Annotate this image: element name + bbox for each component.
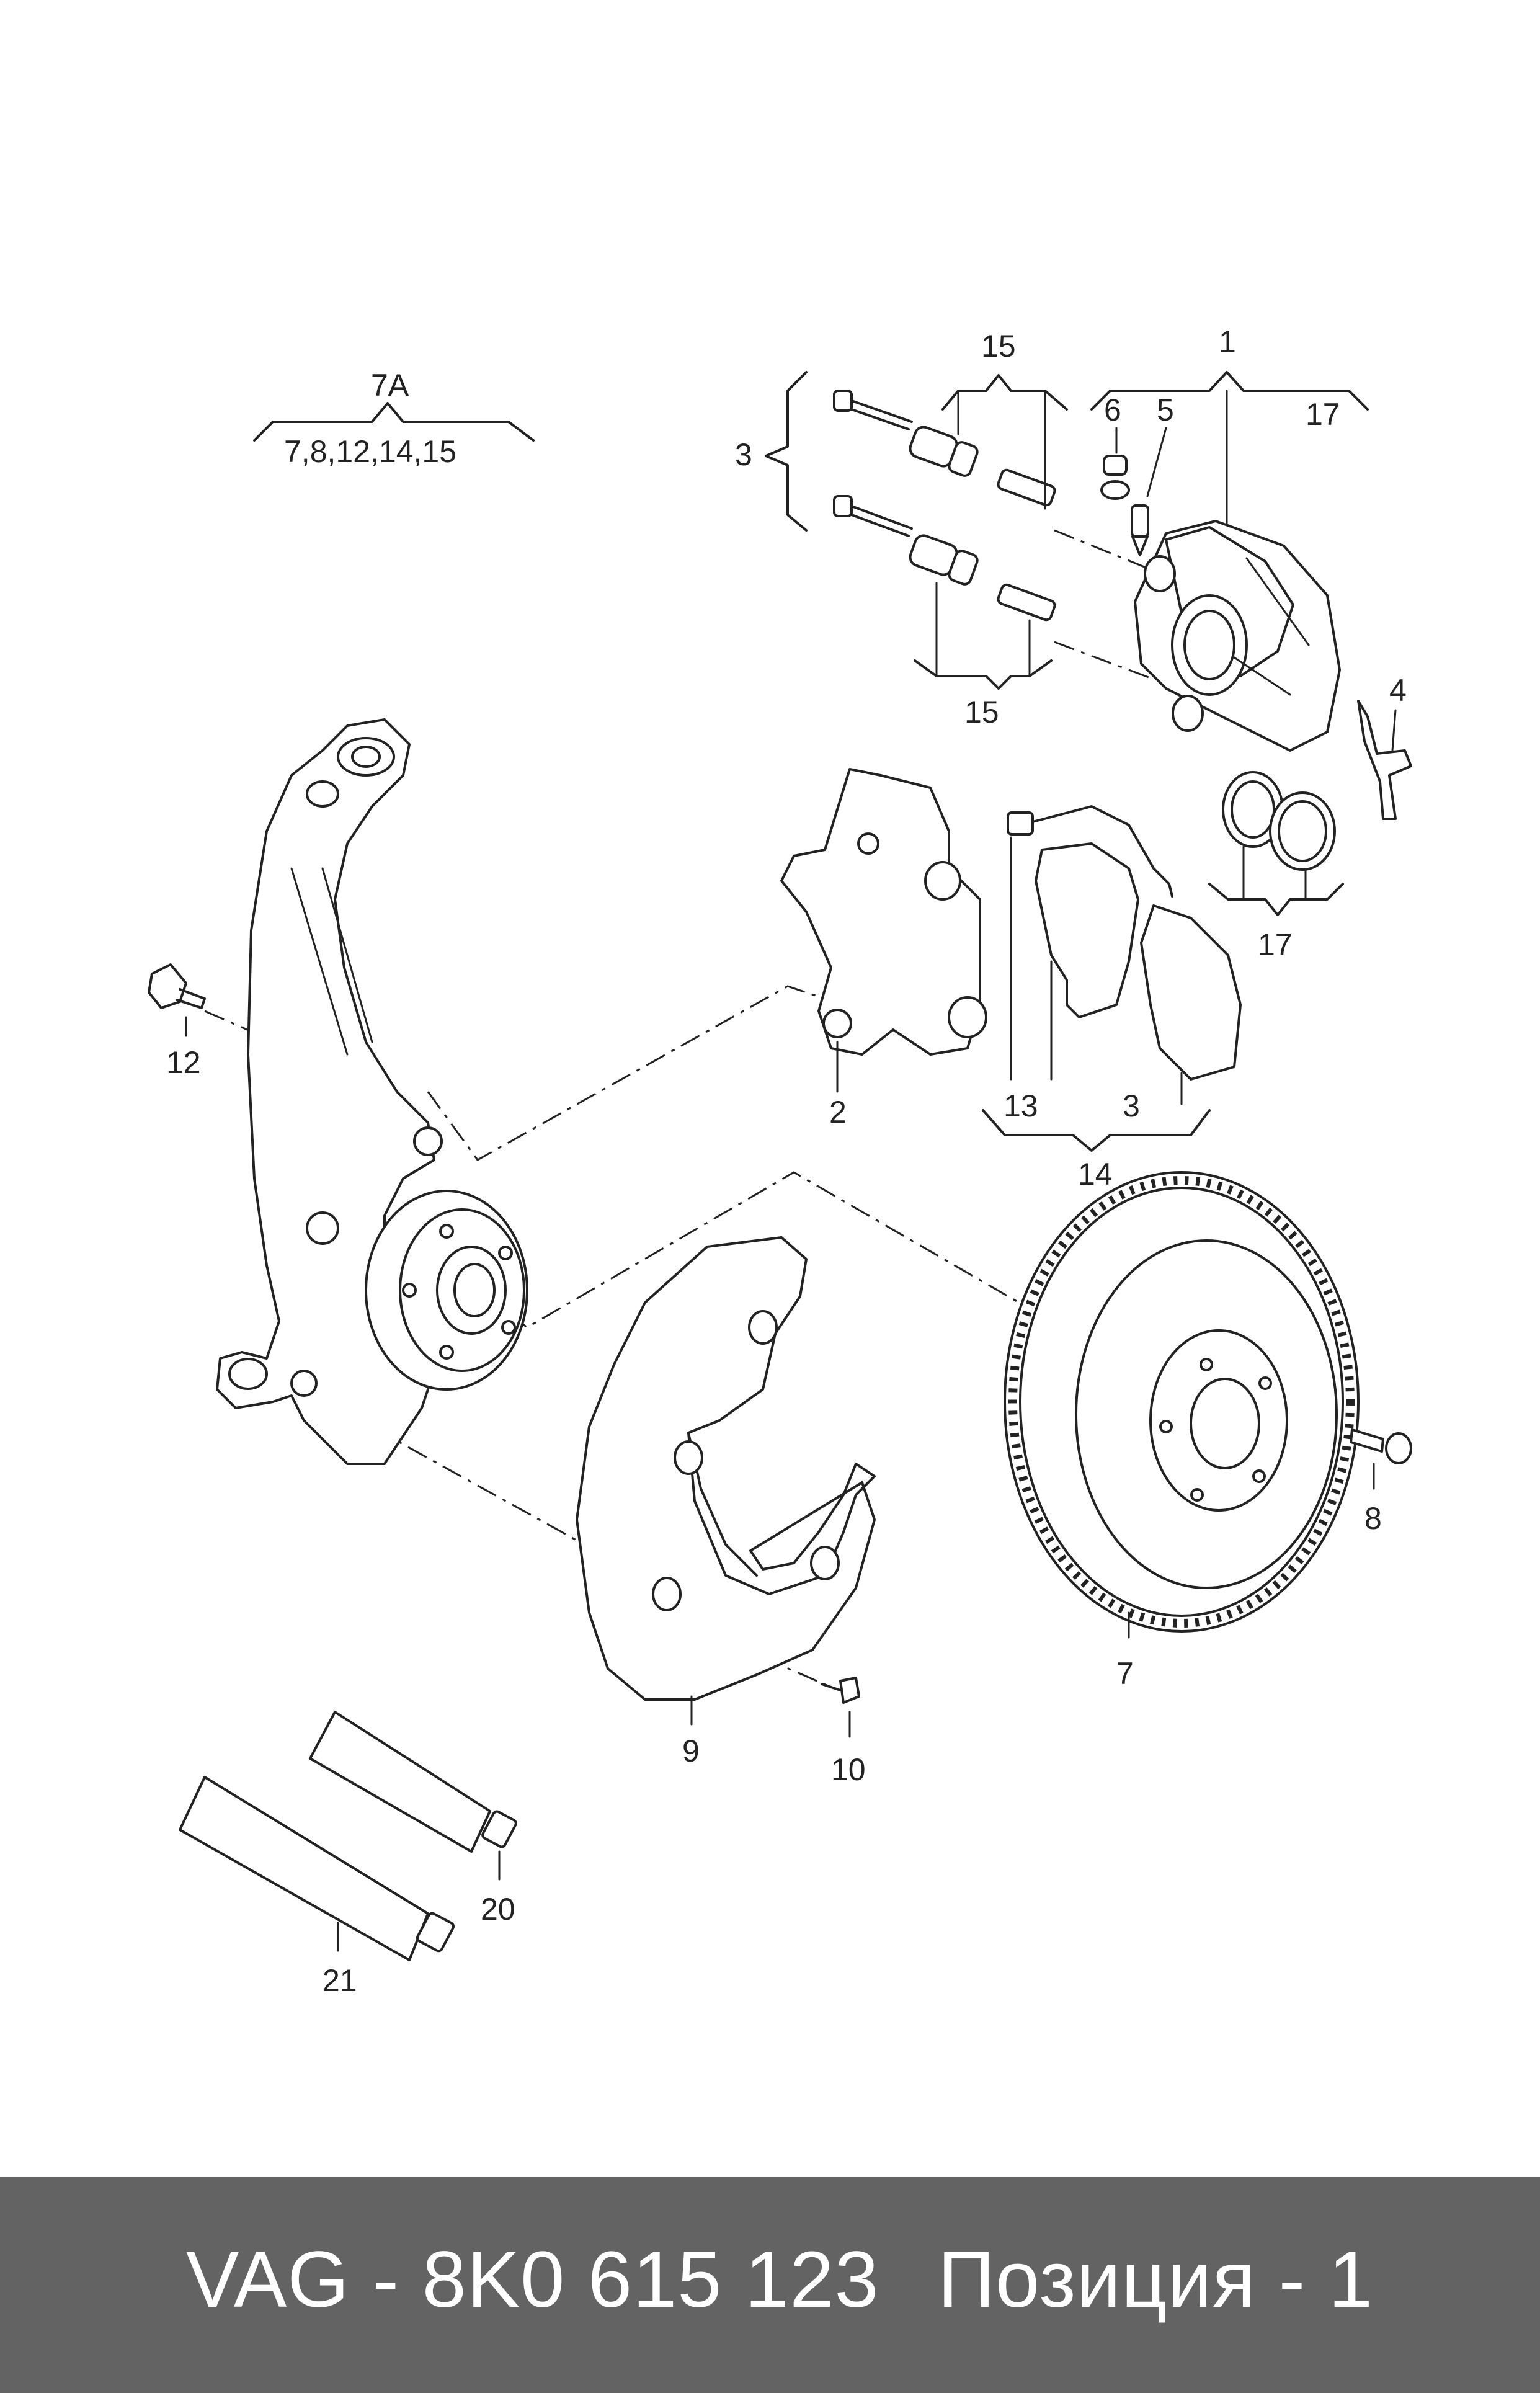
label-15-top: 15 [981,329,1016,363]
part-info-footer: VAG - 8K0 615 123 Позиция - 1 [0,2177,1540,2393]
screw-10: 10 [821,1677,866,1787]
label-5: 5 [1157,393,1174,427]
label-14: 14 [1078,1157,1113,1192]
brake-caliper: 1 17 [1090,324,1369,752]
caliper-carrier: 2 [780,768,987,1130]
bleeder-valve: 6 5 [1100,393,1174,556]
label-20: 20 [481,1892,515,1927]
piston-seals: 17 [1208,771,1344,962]
label-21: 21 [323,1963,357,1998]
anti-rattle-spring: 4 [1357,673,1412,820]
label-7a: 7A [371,368,409,403]
label-12: 12 [166,1045,201,1080]
label-8: 8 [1364,1501,1382,1536]
label-17-bottom: 17 [1258,927,1293,962]
label-7: 7 [1116,1656,1134,1691]
paste-tube-21: 21 [179,1776,455,1998]
group-7a-bracket: 7A 7,8,12,14,15 [253,368,535,469]
paste-tube-20: 20 [309,1711,517,1927]
label-2: 2 [829,1095,847,1130]
label-1: 1 [1219,324,1236,359]
steering-knuckle [216,718,528,1465]
screw-8: 8 [1350,1428,1412,1536]
brake-pads: 13 3 14 [982,805,1242,1192]
bolt-12: 12 [148,963,206,1080]
dust-shield: 9 [576,1236,876,1768]
label-17-top: 17 [1306,397,1340,432]
brake-disc: 7 [1004,1171,1360,1691]
position-label: Позиция - 1 [938,2235,1373,2324]
brake-parts-diagram: 7A 7,8,12,14,15 3 15 15 1 17 [148,324,1412,1998]
label-3-top: 3 [735,437,752,472]
label-15-bottom: 15 [964,695,999,729]
label-3-pads: 3 [1123,1089,1140,1123]
part-number: VAG - 8K0 615 123 [186,2235,879,2324]
label-6: 6 [1104,393,1121,427]
caliper-bolts: 3 15 15 [735,329,1068,729]
label-10: 10 [831,1752,866,1787]
label-9: 9 [682,1734,700,1768]
label-13: 13 [1004,1089,1038,1123]
label-7a-parts: 7,8,12,14,15 [284,434,456,469]
label-4: 4 [1389,673,1407,708]
